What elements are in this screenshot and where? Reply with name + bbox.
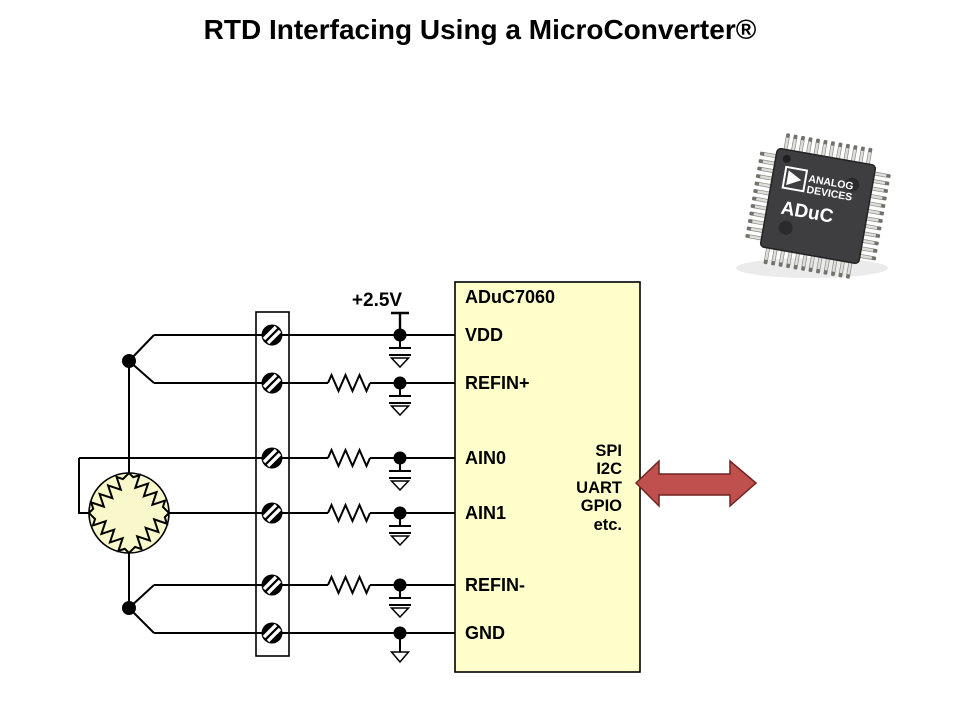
bus-label-spi: SPI [595, 442, 622, 460]
analog-devices-logo-icon [781, 165, 809, 193]
mcu-block [454, 281, 641, 673]
pin-label-ain1: AIN1 [465, 503, 506, 523]
junction-dot [393, 506, 407, 520]
pin-label-refin-plus: REFIN+ [465, 373, 530, 393]
junction-dot [393, 451, 407, 465]
filter-resistor [327, 374, 371, 392]
junction-dot [393, 626, 407, 640]
terminal-icon [261, 324, 283, 346]
bus-label-etc: etc. [594, 516, 622, 534]
pin-label-refin-minus: REFIN- [465, 575, 525, 595]
mcu-name-label: ADuC7060 [465, 287, 555, 307]
filter-resistor [327, 504, 371, 522]
rtd-sensor [83, 467, 175, 559]
junction-dot [393, 376, 407, 390]
terminal-block [255, 311, 290, 657]
pin-label-gnd: GND [465, 623, 505, 643]
terminal-screws [261, 324, 283, 644]
pin-label-ain0: AIN0 [465, 448, 506, 468]
supply-label: +2.5V [352, 290, 403, 311]
junction-dots [122, 328, 407, 640]
terminal-icon [261, 622, 283, 644]
comm-bus-arrow-icon [634, 459, 758, 508]
mold-mark-icon [845, 177, 860, 192]
terminal-icon [261, 447, 283, 469]
filter-resistor [327, 576, 371, 594]
wire-net [78, 334, 455, 634]
junction-dot [393, 328, 407, 342]
bus-label-uart: UART [576, 479, 622, 497]
junction-dot [122, 601, 136, 615]
page-title: RTD Interfacing Using a MicroConverter® [203, 14, 757, 45]
terminal-icon [261, 502, 283, 524]
chip-pins [745, 133, 891, 279]
chip-photo: ANALOG DEVICES ADuC [745, 133, 891, 279]
mold-mark-icon [778, 220, 793, 235]
junction-dot [393, 578, 407, 592]
terminal-icon [261, 372, 283, 394]
junction-dot [122, 354, 136, 368]
pin-label-vdd: VDD [465, 325, 503, 345]
bus-label-i2c: I2C [596, 460, 622, 478]
bus-label-gpio: GPIO [581, 497, 622, 515]
terminal-icon [261, 574, 283, 596]
pin1-marker-icon [782, 154, 791, 163]
filter-resistor [327, 449, 371, 467]
